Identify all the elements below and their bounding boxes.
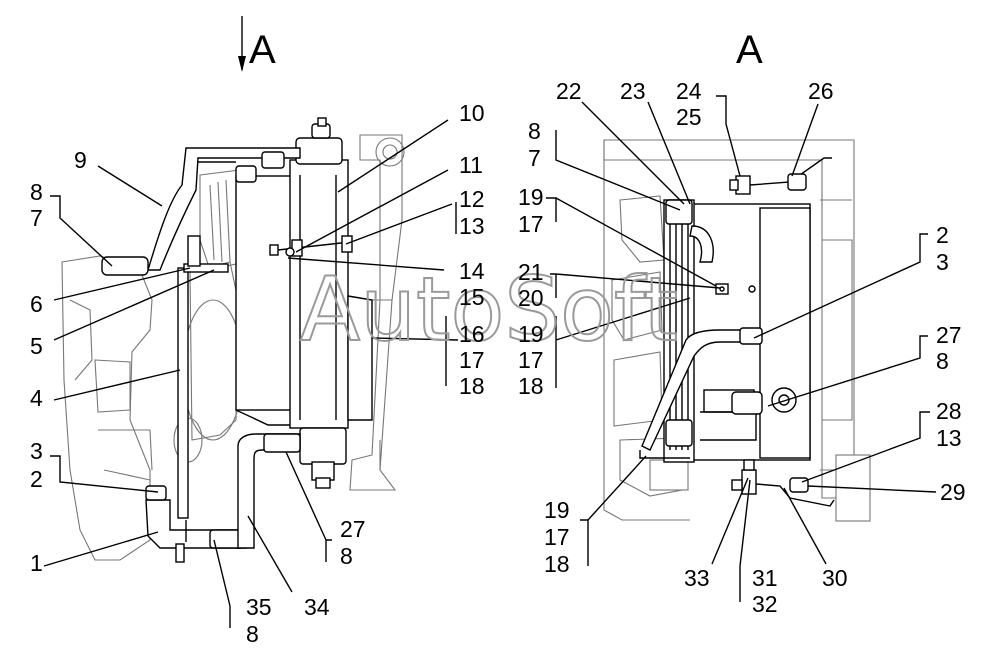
callout-17-lower: 17 [544, 524, 570, 550]
callout-3-right: 3 [936, 249, 949, 275]
left-callouts: 10 9 11 8 7 12 13 14 15 6 16 17 18 5 4 3… [30, 100, 485, 647]
view-title-left: A [249, 28, 276, 72]
callout-30: 30 [822, 565, 848, 591]
callout-6: 6 [30, 291, 43, 317]
callout-35: 35 [246, 594, 272, 620]
callout-33: 33 [684, 565, 710, 591]
watermark-text: AutoSoft [300, 258, 678, 361]
view-title-right: A [736, 28, 763, 72]
callout-7-right: 7 [528, 145, 541, 171]
callout-18: 18 [459, 373, 485, 399]
callout-28: 28 [936, 398, 962, 424]
callout-18-lower: 18 [544, 551, 570, 577]
callout-12: 12 [459, 186, 485, 212]
callout-31: 31 [752, 565, 778, 591]
callout-1: 1 [30, 550, 43, 576]
leader-lines [43, 95, 937, 628]
callout-8-bottom: 8 [246, 621, 259, 647]
callout-29: 29 [940, 479, 966, 505]
callout-17-upper: 17 [518, 211, 544, 237]
callout-20: 20 [518, 285, 544, 311]
right-callouts: 22 23 24 25 26 8 7 19 17 2 3 21 20 19 17… [518, 78, 966, 617]
callout-15: 15 [459, 284, 485, 310]
callout-17-mid: 17 [518, 347, 544, 373]
callout-19-upper: 19 [518, 184, 544, 210]
callout-3: 3 [30, 438, 43, 464]
callout-4: 4 [30, 385, 43, 411]
callout-19-mid: 19 [518, 321, 544, 347]
callout-27-right: 27 [936, 322, 962, 348]
callout-13-right: 13 [936, 425, 962, 451]
left-assembly-drawing [61, 16, 405, 563]
view-arrow-icon [238, 56, 246, 72]
callout-17: 17 [459, 347, 485, 373]
callout-8-right: 8 [528, 118, 541, 144]
callout-24: 24 [676, 78, 702, 104]
callout-27: 27 [340, 516, 366, 542]
callout-16: 16 [459, 321, 485, 347]
callout-7: 7 [30, 205, 43, 231]
callout-22: 22 [556, 78, 582, 104]
callout-8-lower: 8 [340, 543, 353, 569]
callout-26: 26 [808, 78, 834, 104]
callout-5: 5 [30, 333, 43, 359]
callout-18-mid: 18 [518, 373, 544, 399]
callout-8-right-lower: 8 [936, 348, 949, 374]
callout-34: 34 [304, 594, 330, 620]
callout-11: 11 [459, 152, 483, 178]
right-assembly-drawing [603, 139, 871, 522]
callout-21: 21 [518, 259, 544, 285]
callout-9: 9 [74, 147, 87, 173]
callout-23: 23 [620, 78, 646, 104]
callout-25: 25 [676, 104, 702, 130]
callout-8: 8 [30, 179, 43, 205]
callout-10: 10 [459, 100, 485, 126]
callout-2-right: 2 [936, 222, 949, 248]
callout-14: 14 [459, 258, 485, 284]
callout-2: 2 [30, 466, 43, 492]
callout-32: 32 [752, 591, 778, 617]
callout-13: 13 [459, 213, 485, 239]
callout-19-lower: 19 [544, 497, 570, 523]
